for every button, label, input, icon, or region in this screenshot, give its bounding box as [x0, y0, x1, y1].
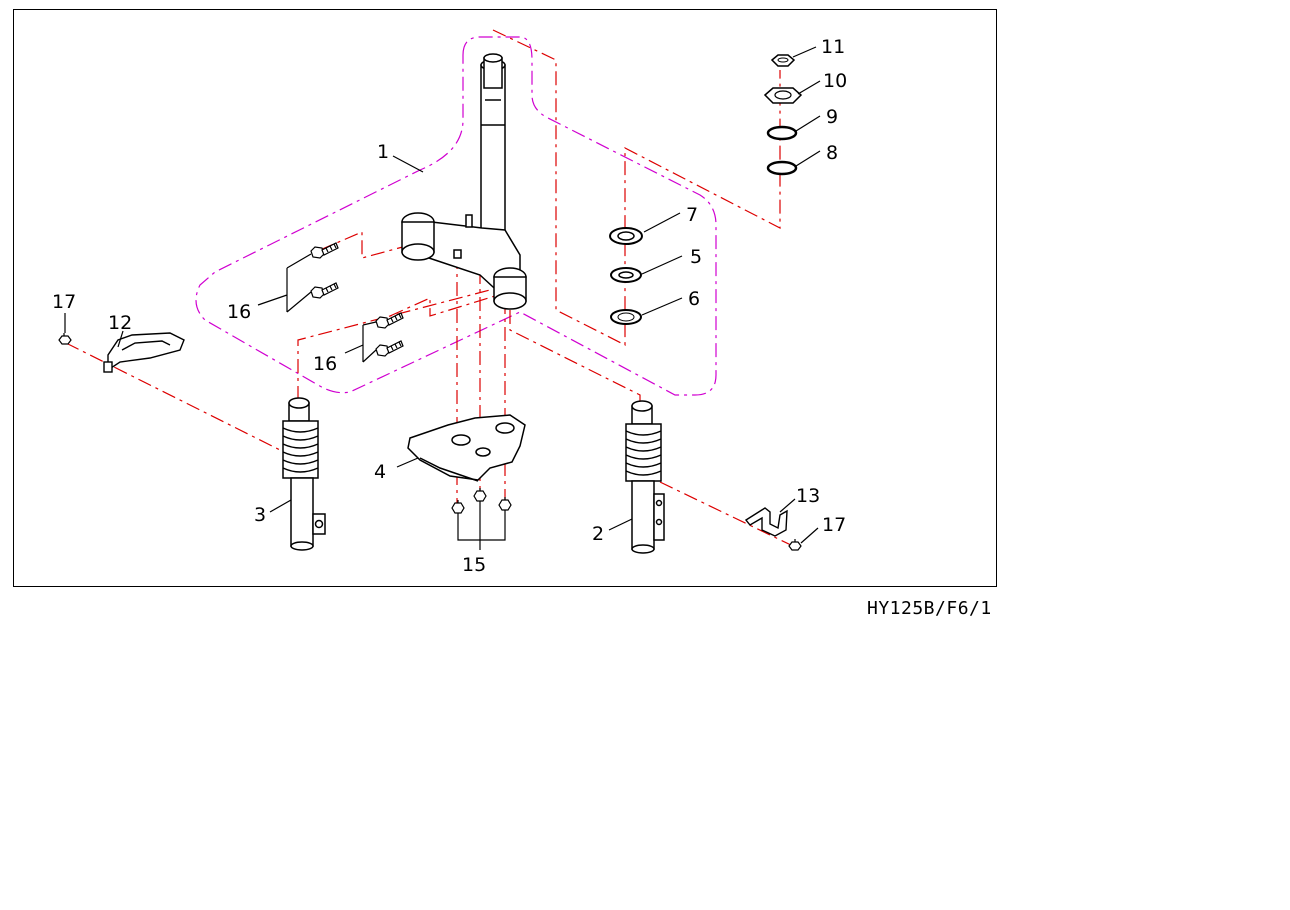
- callout-12: 12: [108, 312, 132, 334]
- adjusting-nut-10: [763, 87, 803, 104]
- callout-2: 2: [592, 523, 604, 545]
- leader-10: [797, 80, 821, 95]
- leader-16-upper: [257, 253, 312, 313]
- lock-nut-11: [770, 54, 796, 67]
- screw-17-right: [788, 539, 802, 551]
- clamp-bolts-16: [310, 242, 404, 357]
- callout-5: 5: [690, 246, 702, 268]
- cover-screws-15: [451, 488, 512, 514]
- bearing-race-7: [609, 227, 643, 245]
- callout-6: 6: [688, 288, 700, 310]
- steering-stem: [401, 53, 527, 310]
- assembly-group-outline: [195, 36, 717, 396]
- centerline-bracket-13: [659, 481, 796, 548]
- leader-8: [795, 150, 821, 167]
- left-fork-leg-3: [282, 397, 326, 551]
- callout-7: 7: [686, 204, 698, 226]
- leader-6: [641, 297, 683, 316]
- centerlines: [65, 29, 796, 548]
- leader-4: [396, 457, 419, 468]
- centerline-bolts-16-lower: [389, 295, 496, 317]
- centerline-left-fork: [297, 289, 491, 400]
- washer-8: [766, 160, 798, 176]
- washer-9: [766, 125, 798, 141]
- callout-8: 8: [826, 142, 838, 164]
- leader-13: [779, 498, 796, 513]
- callout-17-left: 17: [52, 291, 76, 313]
- leader-12: [117, 330, 124, 348]
- leader-lines: [64, 46, 821, 550]
- leader-3: [269, 499, 292, 513]
- callout-15: 15: [462, 554, 486, 576]
- drawing-code: HY125B/F6/1: [867, 598, 992, 619]
- callout-3: 3: [254, 504, 266, 526]
- bolt-16-a: [310, 242, 339, 259]
- bolt-16-d: [375, 340, 404, 357]
- bracket-13: [744, 507, 788, 537]
- leader-17-right: [800, 527, 819, 544]
- leader-5: [641, 255, 683, 275]
- bearing-race-6: [610, 309, 642, 325]
- leader-7: [643, 212, 681, 233]
- leader-16-lower: [344, 321, 377, 363]
- screw-17-left: [58, 333, 72, 345]
- right-fork-leg-2: [625, 400, 665, 554]
- leader-1: [392, 155, 424, 173]
- leader-15: [457, 501, 506, 550]
- callout-11: 11: [821, 36, 845, 58]
- callout-16-upper: 16: [227, 301, 251, 323]
- centerline-right-fork: [509, 310, 641, 410]
- callout-1: 1: [377, 141, 389, 163]
- leader-11: [792, 46, 817, 58]
- callout-17-right: 17: [822, 514, 846, 536]
- bottom-cover-4: [407, 414, 526, 482]
- centerline-bolts-16-upper: [319, 231, 411, 259]
- callout-16-lower: 16: [313, 353, 337, 375]
- centerline-stem-to-bearings: [492, 29, 781, 346]
- bearing-cone-5: [610, 267, 642, 283]
- centerline-bracket-12: [65, 342, 291, 456]
- bracket-12: [103, 332, 185, 373]
- callout-13: 13: [796, 485, 820, 507]
- leader-2: [608, 518, 633, 531]
- leader-9: [795, 115, 821, 132]
- bolt-16-b: [310, 282, 339, 299]
- callout-labels: 1 11 10 9 8 7 5 6 16 16 17 12 3 4 15 2 1…: [52, 36, 847, 576]
- callout-4: 4: [374, 461, 386, 483]
- bolt-16-c: [375, 312, 404, 329]
- callout-10: 10: [823, 70, 847, 92]
- callout-9: 9: [826, 106, 838, 128]
